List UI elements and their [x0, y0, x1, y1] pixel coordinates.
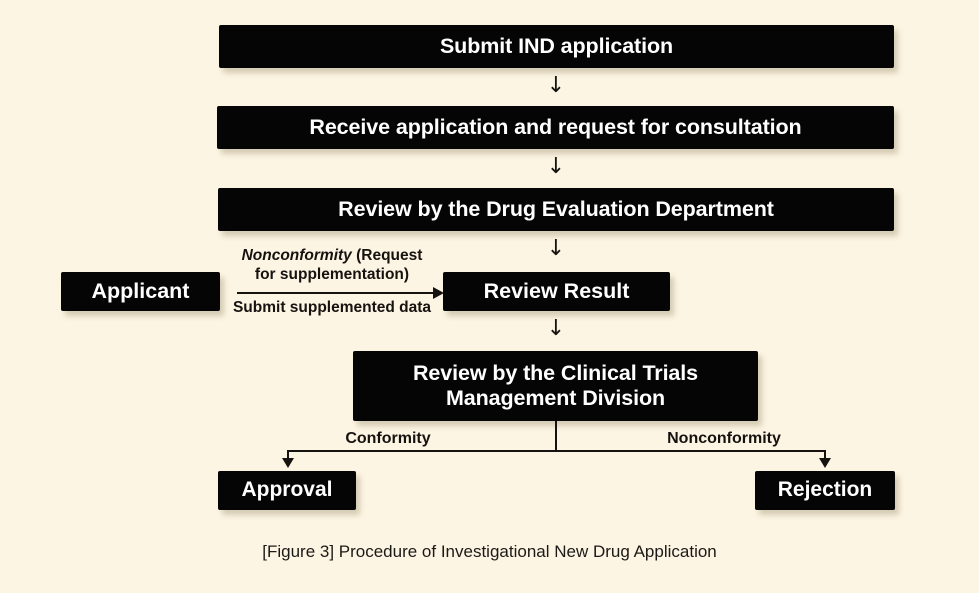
edge-label-nonconformity-request: Nonconformity (Request for supplementati… — [232, 247, 432, 285]
branch-stem-line — [555, 421, 557, 452]
node-submit-ind-application[interactable]: Submit IND application — [219, 25, 894, 68]
edge-label-nonconformity: Nonconformity — [667, 430, 781, 447]
branch-right-arrowhead-icon — [819, 458, 831, 468]
node-approval[interactable]: Approval — [218, 471, 356, 510]
down-arrow-icon: ↓ — [546, 73, 566, 98]
branch-left-arrowhead-icon — [282, 458, 294, 468]
edge-label-conformity: Conformity — [345, 430, 431, 447]
node-clinical-trials-management-division[interactable]: Review by the Clinical Trials Management… — [353, 351, 758, 421]
node-rejection[interactable]: Rejection — [755, 471, 895, 510]
branch-horizontal-line — [287, 450, 826, 452]
node-review-drug-evaluation-department[interactable]: Review by the Drug Evaluation Department — [218, 188, 894, 231]
branch-right-drop-line — [824, 450, 826, 460]
down-arrow-icon: ↓ — [546, 236, 566, 261]
edge-label-submit-supplemented-data: Submit supplemented data — [232, 299, 432, 316]
node-review-result[interactable]: Review Result — [443, 272, 670, 311]
edge-label-nonconformity-emphasis: Nonconformity — [241, 247, 352, 264]
edge-label-request-supplementation: (Request for supplementation) — [254, 247, 423, 283]
branch-left-drop-line — [287, 450, 289, 460]
down-arrow-icon: ↓ — [546, 154, 566, 179]
applicant-to-result-line — [237, 292, 435, 294]
applicant-to-result-arrowhead-icon — [433, 287, 444, 299]
node-applicant[interactable]: Applicant — [61, 272, 220, 311]
down-arrow-icon: ↓ — [546, 316, 566, 341]
node-receive-application[interactable]: Receive application and request for cons… — [217, 106, 894, 149]
figure-caption: [Figure 3] Procedure of Investigational … — [262, 542, 717, 561]
